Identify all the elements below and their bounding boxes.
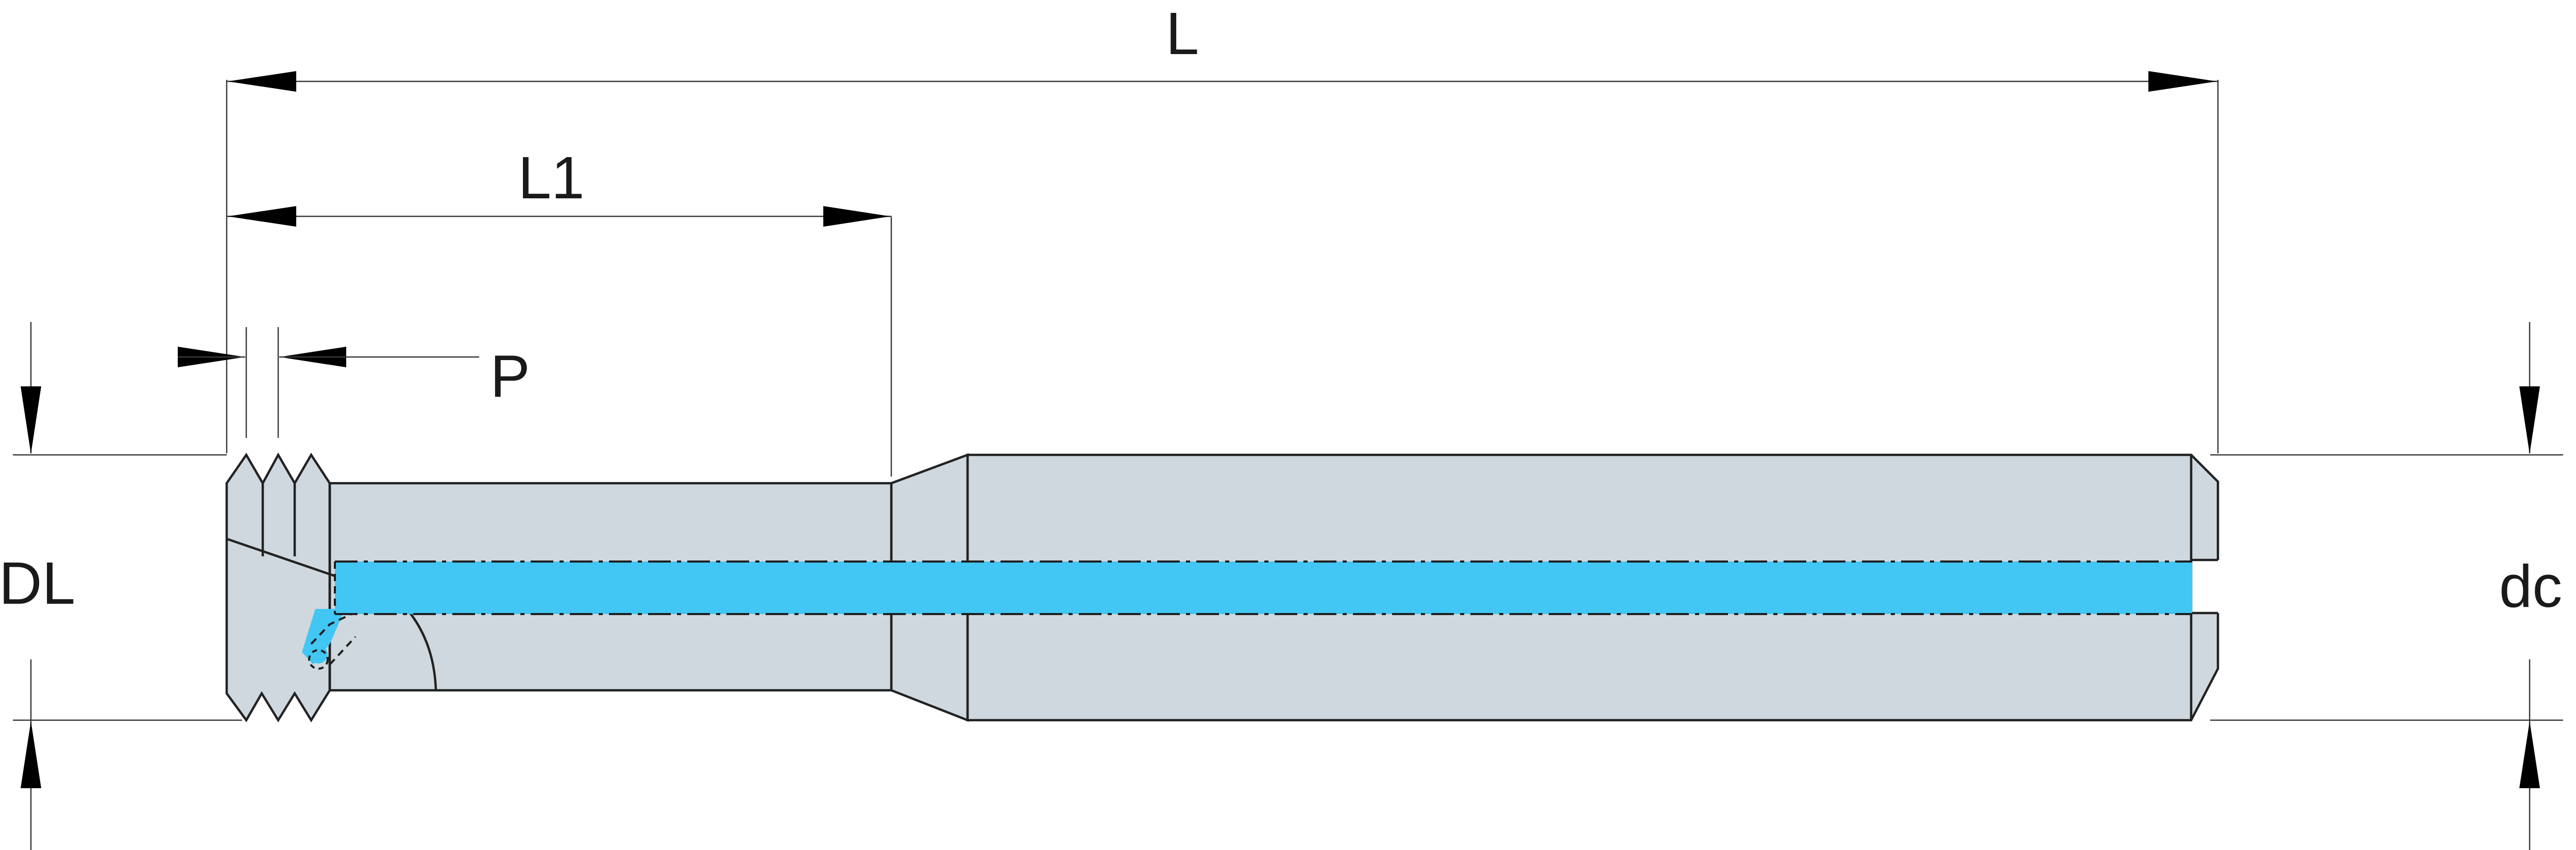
dimension-dc-label: dc (2499, 553, 2563, 620)
dimension-l1-arrow-right (823, 206, 890, 227)
coolant-outlet (309, 645, 328, 664)
shank-end-notch (2192, 560, 2220, 613)
dimension-dl-label: DL (0, 550, 75, 617)
dimension-l1-label: L1 (518, 144, 584, 211)
dimension-l-arrow-right (2148, 71, 2217, 92)
dimension-dc: dc (2210, 322, 2563, 850)
dimension-l1: L1 (227, 144, 892, 477)
dimension-l: L (226, 0, 2219, 453)
coolant-channel-main (335, 562, 2192, 614)
dimension-p-label: P (490, 343, 530, 410)
dimension-l1-arrow-left (228, 206, 296, 227)
dimension-dc-arrow-top (2519, 386, 2540, 454)
dimension-dl: DL (0, 322, 242, 850)
coolant-channel (302, 560, 2192, 670)
dimension-dc-arrow-bottom (2519, 721, 2540, 788)
dimension-dl-arrow-bottom (21, 721, 41, 788)
dimension-p: P (178, 327, 530, 438)
dimension-l-arrow-left (228, 71, 296, 92)
dimension-l-label: L (1166, 0, 1199, 67)
dimension-dl-arrow-top (21, 386, 41, 454)
thread-head (225, 452, 331, 723)
